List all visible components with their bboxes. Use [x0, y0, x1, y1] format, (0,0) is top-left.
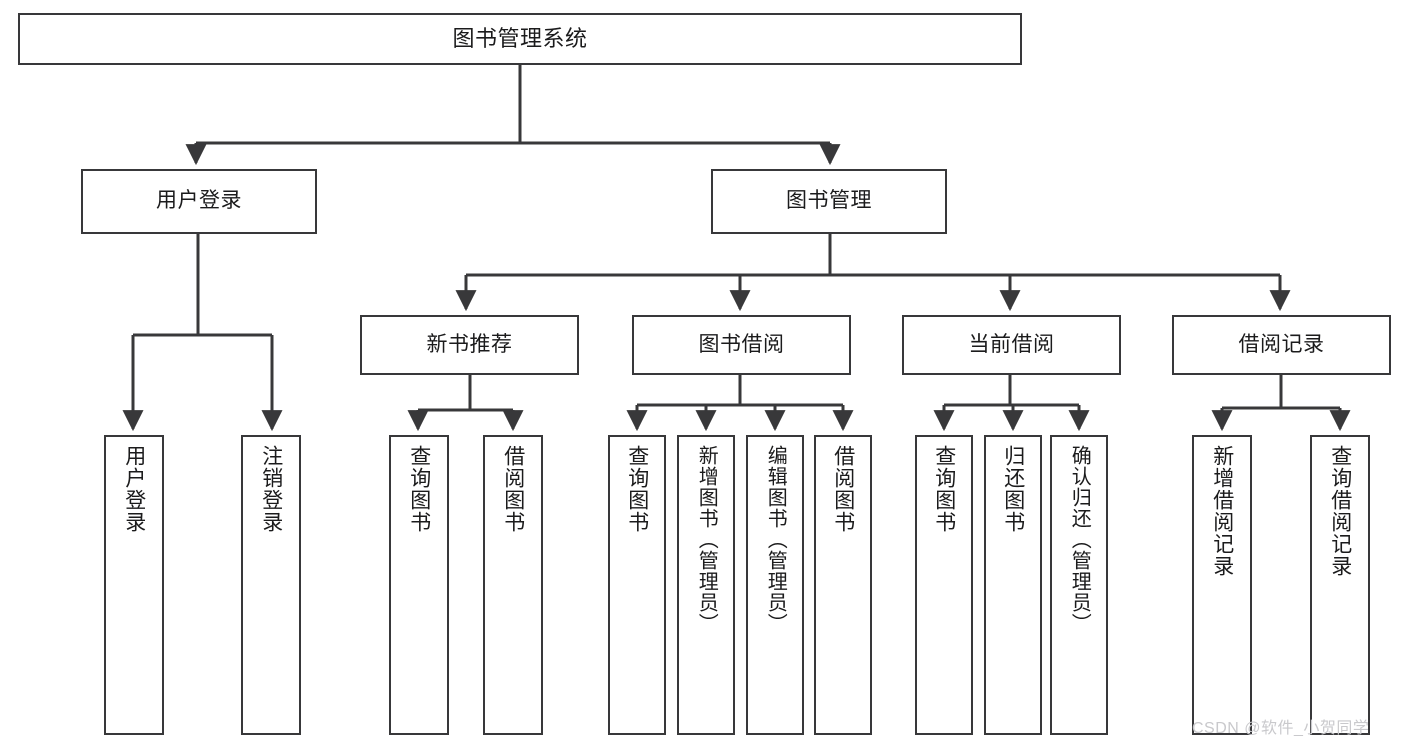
- leaf-logout[interactable]: 注销登录: [241, 435, 301, 735]
- node-label: 新书推荐: [426, 332, 513, 356]
- leaf-edit-book-admin[interactable]: 编辑图书（管理员）: [746, 435, 804, 735]
- node-label: 归还图书: [1001, 445, 1025, 533]
- node-current-borrow[interactable]: 当前借阅: [902, 315, 1121, 375]
- leaf-borrow-book-recommend[interactable]: 借阅图书: [483, 435, 543, 735]
- node-label: 编辑图书（管理员）: [764, 445, 787, 634]
- leaf-add-book-admin[interactable]: 新增图书（管理员）: [677, 435, 735, 735]
- leaf-borrow-book[interactable]: 借阅图书: [814, 435, 872, 735]
- leaf-add-borrow-record[interactable]: 新增借阅记录: [1192, 435, 1252, 735]
- node-book-borrow[interactable]: 图书借阅: [632, 315, 851, 375]
- node-label: 借阅图书: [501, 445, 525, 533]
- node-label: 借阅图书: [831, 445, 855, 533]
- node-user-login[interactable]: 用户登录: [81, 169, 317, 234]
- leaf-query-book-recommend[interactable]: 查询图书: [389, 435, 449, 735]
- leaf-confirm-return-admin[interactable]: 确认归还（管理员）: [1050, 435, 1108, 735]
- node-label: 查询图书: [407, 445, 431, 533]
- node-label: 借阅记录: [1238, 332, 1325, 356]
- node-label: 查询图书: [932, 445, 956, 533]
- leaf-query-book-borrow[interactable]: 查询图书: [608, 435, 666, 735]
- node-label: 当前借阅: [968, 332, 1055, 356]
- node-label: 注销登录: [259, 445, 283, 533]
- leaf-user-login[interactable]: 用户登录: [104, 435, 164, 735]
- node-label: 查询图书: [625, 445, 649, 533]
- node-borrow-record[interactable]: 借阅记录: [1172, 315, 1391, 375]
- csdn-watermark: CSDN @软件_小贺同学: [1192, 720, 1370, 737]
- node-label: 新增借阅记录: [1210, 445, 1234, 577]
- leaf-return-book[interactable]: 归还图书: [984, 435, 1042, 735]
- node-label: 图书管理系统: [452, 26, 588, 52]
- node-book-management[interactable]: 图书管理: [711, 169, 947, 234]
- node-root-title[interactable]: 图书管理系统: [18, 13, 1022, 65]
- node-label: 用户登录: [156, 189, 242, 213]
- node-label: 图书借阅: [698, 332, 785, 356]
- node-label: 新增图书（管理员）: [695, 445, 718, 634]
- node-label: 用户登录: [122, 445, 146, 533]
- leaf-query-book-current[interactable]: 查询图书: [915, 435, 973, 735]
- node-new-book-recommend[interactable]: 新书推荐: [360, 315, 579, 375]
- node-label: 图书管理: [786, 189, 872, 213]
- leaf-query-borrow-record[interactable]: 查询借阅记录: [1310, 435, 1370, 735]
- node-label: 确认归还（管理员）: [1068, 445, 1091, 634]
- node-label: 查询借阅记录: [1328, 445, 1352, 577]
